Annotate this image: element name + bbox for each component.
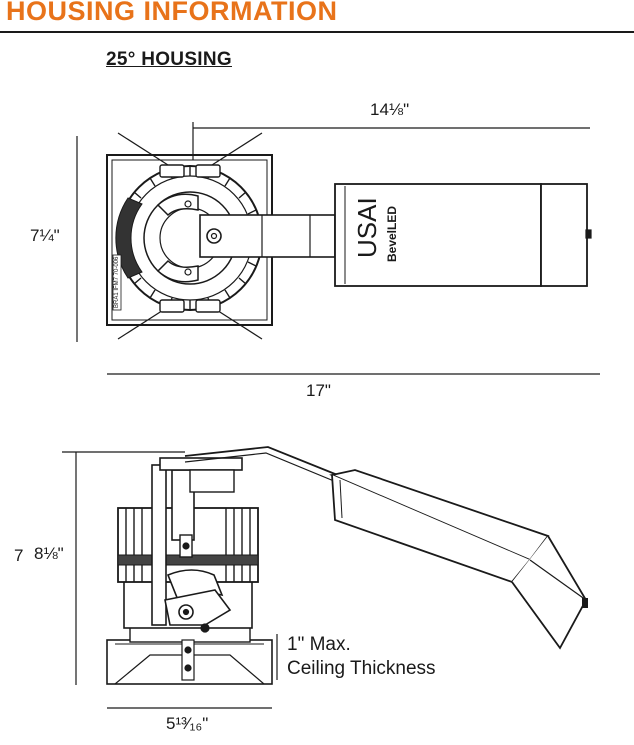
- junction-box: [334, 183, 542, 287]
- side-view-drawing: [62, 446, 588, 709]
- dim-side-height-marker: 7: [14, 546, 24, 565]
- hanger-arm: [184, 446, 351, 481]
- header-rule: [0, 31, 634, 33]
- header-title: HOUSING INFORMATION: [6, 0, 338, 26]
- product-text: BevelLED: [385, 206, 399, 262]
- fin-block-left: [115, 197, 143, 279]
- junction-box-end: [540, 183, 588, 287]
- bar-bolt: [206, 228, 222, 244]
- mount-bracket: [151, 464, 167, 626]
- connector-bar: [199, 214, 336, 258]
- dim-top-height: 7¼": [30, 226, 60, 245]
- side-junction-box: [329, 469, 588, 650]
- section-title: 25° HOUSING: [106, 49, 232, 70]
- ceiling-note-line1: 1" Max.: [287, 634, 351, 655]
- brand-text: USAI: [352, 197, 382, 258]
- dim-total-width: 17": [306, 381, 331, 400]
- dim-base-width: 5¹³⁄₁₆": [166, 714, 209, 733]
- ceiling-note-line2: Ceiling Thickness: [287, 658, 436, 679]
- label-strip-text: BRA1 IFM7 70-006: [114, 256, 120, 308]
- dim-arm-length: 14⅛": [370, 100, 410, 119]
- dim-side-height: 8⅛": [34, 544, 64, 563]
- top-view-drawing: BRA1 IFM7 70-006 USAI BevelLED: [76, 122, 600, 375]
